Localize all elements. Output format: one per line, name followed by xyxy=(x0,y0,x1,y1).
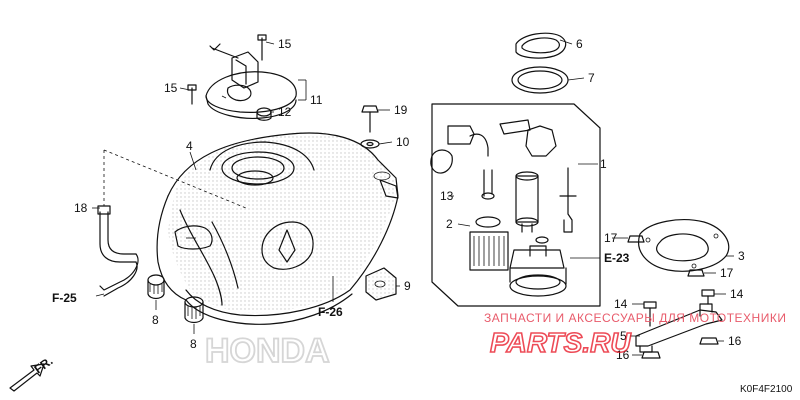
callout-11: 11 xyxy=(310,93,323,107)
callout-18: 18 xyxy=(74,201,88,215)
packing-6 xyxy=(515,32,567,59)
callout-15-upper: 15 xyxy=(278,37,292,51)
callout-2: 2 xyxy=(446,217,453,231)
ref-f26: F-26 xyxy=(318,305,343,319)
bolt-19 xyxy=(361,105,379,133)
setting-plate-3 xyxy=(638,219,730,272)
fuel-pump-parts xyxy=(430,119,577,297)
callout-15-left: 15 xyxy=(164,81,178,95)
callout-16-left: 16 xyxy=(616,348,630,362)
setting-plate-7 xyxy=(511,66,569,94)
fuel-cap-assembly xyxy=(205,43,297,119)
front-direction-arrow: FR. xyxy=(9,354,56,392)
honda-watermark: HONDA xyxy=(205,332,330,370)
rubber-mount-8-upper xyxy=(147,274,165,300)
callout-17-right: 17 xyxy=(720,266,734,280)
nut-17-left xyxy=(627,235,645,243)
callout-8-upper: 8 xyxy=(152,313,159,327)
callout-14-right: 14 xyxy=(730,287,744,301)
callout-3: 3 xyxy=(738,249,745,263)
fuel-tank xyxy=(156,131,399,325)
callout-17-left: 17 xyxy=(604,231,618,245)
callout-4: 4 xyxy=(186,139,193,153)
bracket-9 xyxy=(365,267,397,301)
ref-e23: E-23 xyxy=(604,251,630,265)
nut-17-right xyxy=(687,269,705,277)
nut-16-left xyxy=(641,351,661,359)
callout-5: 5 xyxy=(620,329,627,343)
bolt-15-left xyxy=(187,84,197,105)
bolt-15-upper xyxy=(257,34,267,61)
nut-16-right xyxy=(699,337,719,345)
callout-9: 9 xyxy=(404,279,411,293)
breather-tube-18 xyxy=(97,149,247,297)
callout-1: 1 xyxy=(600,157,607,171)
ref-f25: F-25 xyxy=(52,291,77,305)
callout-13: 13 xyxy=(440,189,454,203)
washer-10 xyxy=(360,139,380,149)
watermark-tagline: ЗАПЧАСТИ И АКСЕССУАРЫ ДЛЯ МОТОТЕХНИКИ xyxy=(484,311,786,325)
diagram-code: K0F4F2100 xyxy=(740,384,793,395)
callout-6: 6 xyxy=(576,37,583,51)
callout-16-right: 16 xyxy=(728,334,742,348)
callout-12: 12 xyxy=(278,105,292,119)
fuel-pump-assembly-box xyxy=(431,103,601,307)
callout-19: 19 xyxy=(394,103,408,117)
bolt-14-left xyxy=(643,301,657,327)
leader-lines xyxy=(92,39,734,356)
rubber-mount-8-lower xyxy=(184,296,204,324)
callout-14-left: 14 xyxy=(614,297,628,311)
callout-10: 10 xyxy=(396,135,410,149)
callout-8-lower: 8 xyxy=(190,337,197,351)
svg-text:FR.: FR. xyxy=(32,354,56,377)
bolt-14-right xyxy=(701,289,715,305)
watermark-logo: PARTS.RU xyxy=(490,327,631,358)
callout-7: 7 xyxy=(588,71,595,85)
